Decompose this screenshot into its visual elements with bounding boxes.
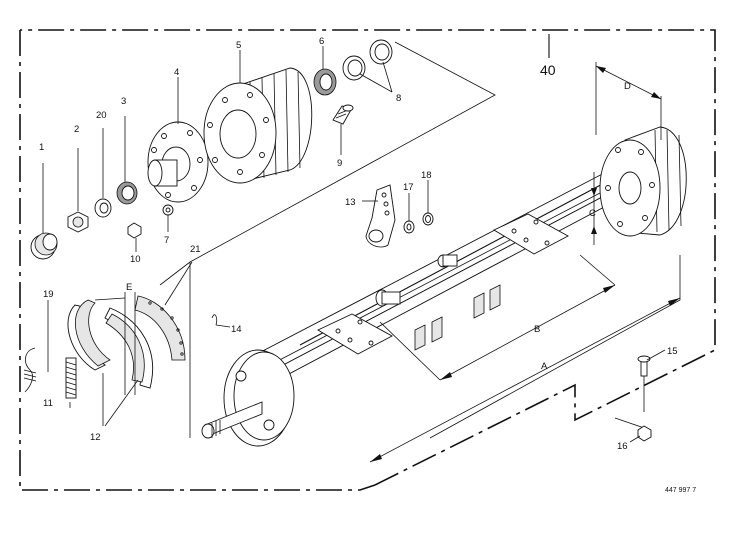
label-dim-d: D xyxy=(624,81,631,92)
dimension-e xyxy=(124,292,136,395)
label-part-11: 11 xyxy=(43,398,53,409)
part-coil-spring xyxy=(65,357,77,408)
label-part-13: 13 xyxy=(345,197,356,208)
part-mounting-nut xyxy=(629,425,652,443)
label-part-6: 6 xyxy=(319,36,324,47)
label-part-2: 2 xyxy=(74,124,79,135)
label-part-9: 9 xyxy=(337,158,342,169)
part-return-spring xyxy=(23,300,49,393)
part-oil-seals xyxy=(342,39,393,93)
dimension-c xyxy=(591,172,597,245)
dimension-b xyxy=(379,254,616,381)
part-outer-bearing xyxy=(116,116,138,205)
part-lever-washer xyxy=(403,193,415,234)
dimension-a xyxy=(369,297,681,463)
part-wheel-nut xyxy=(127,222,142,252)
part-spring-washer xyxy=(162,204,174,232)
label-part-18: 18 xyxy=(421,170,432,181)
axle-beam-assembly xyxy=(201,126,687,447)
label-part-1: 1 xyxy=(39,142,44,153)
label-part-15: 15 xyxy=(667,346,678,357)
label-part-7: 7 xyxy=(164,235,169,246)
part-brake-lining xyxy=(134,261,193,361)
part-inner-bearing xyxy=(313,46,337,96)
label-dim-e: E xyxy=(126,282,132,293)
part-castle-nut xyxy=(67,148,89,233)
label-part-16: 16 xyxy=(617,441,628,452)
part-circlip xyxy=(422,180,434,226)
part-brake-drum xyxy=(203,50,313,184)
label-part-21: 21 xyxy=(190,244,201,255)
part-mounting-bolt xyxy=(637,349,666,412)
label-part-3: 3 xyxy=(121,96,126,107)
part-brake-lever xyxy=(362,184,396,248)
label-part-4: 4 xyxy=(174,67,179,78)
part-hub-cap xyxy=(30,163,58,260)
part-split-pin xyxy=(211,314,231,328)
dimension-d xyxy=(595,62,662,140)
label-part-10: 10 xyxy=(130,254,141,265)
part-washer xyxy=(94,128,112,218)
label-part-12: 12 xyxy=(90,432,101,443)
label-dim-b: B xyxy=(534,324,540,335)
assembly-boundary xyxy=(19,29,716,491)
assembly-callout: 40 xyxy=(540,34,556,78)
label-part-20: 20 xyxy=(96,110,107,121)
label-dim-c: C xyxy=(589,208,596,219)
drawing-number: 447 997 7 xyxy=(665,487,696,494)
part-labels: 1 2 20 3 4 5 6 8 9 7 10 13 17 18 19 21 E… xyxy=(39,36,696,494)
label-part-19: 19 xyxy=(43,289,54,300)
label-dim-a: A xyxy=(541,361,548,372)
part-wheel-bolt xyxy=(332,104,354,155)
label-part-17: 17 xyxy=(403,182,414,193)
assembly-number: 40 xyxy=(540,62,556,78)
part-wheel-hub xyxy=(147,77,209,203)
part-brake-shoes xyxy=(67,297,154,427)
label-part-8: 8 xyxy=(396,93,401,104)
label-part-14: 14 xyxy=(231,324,242,335)
label-part-5: 5 xyxy=(236,40,241,51)
